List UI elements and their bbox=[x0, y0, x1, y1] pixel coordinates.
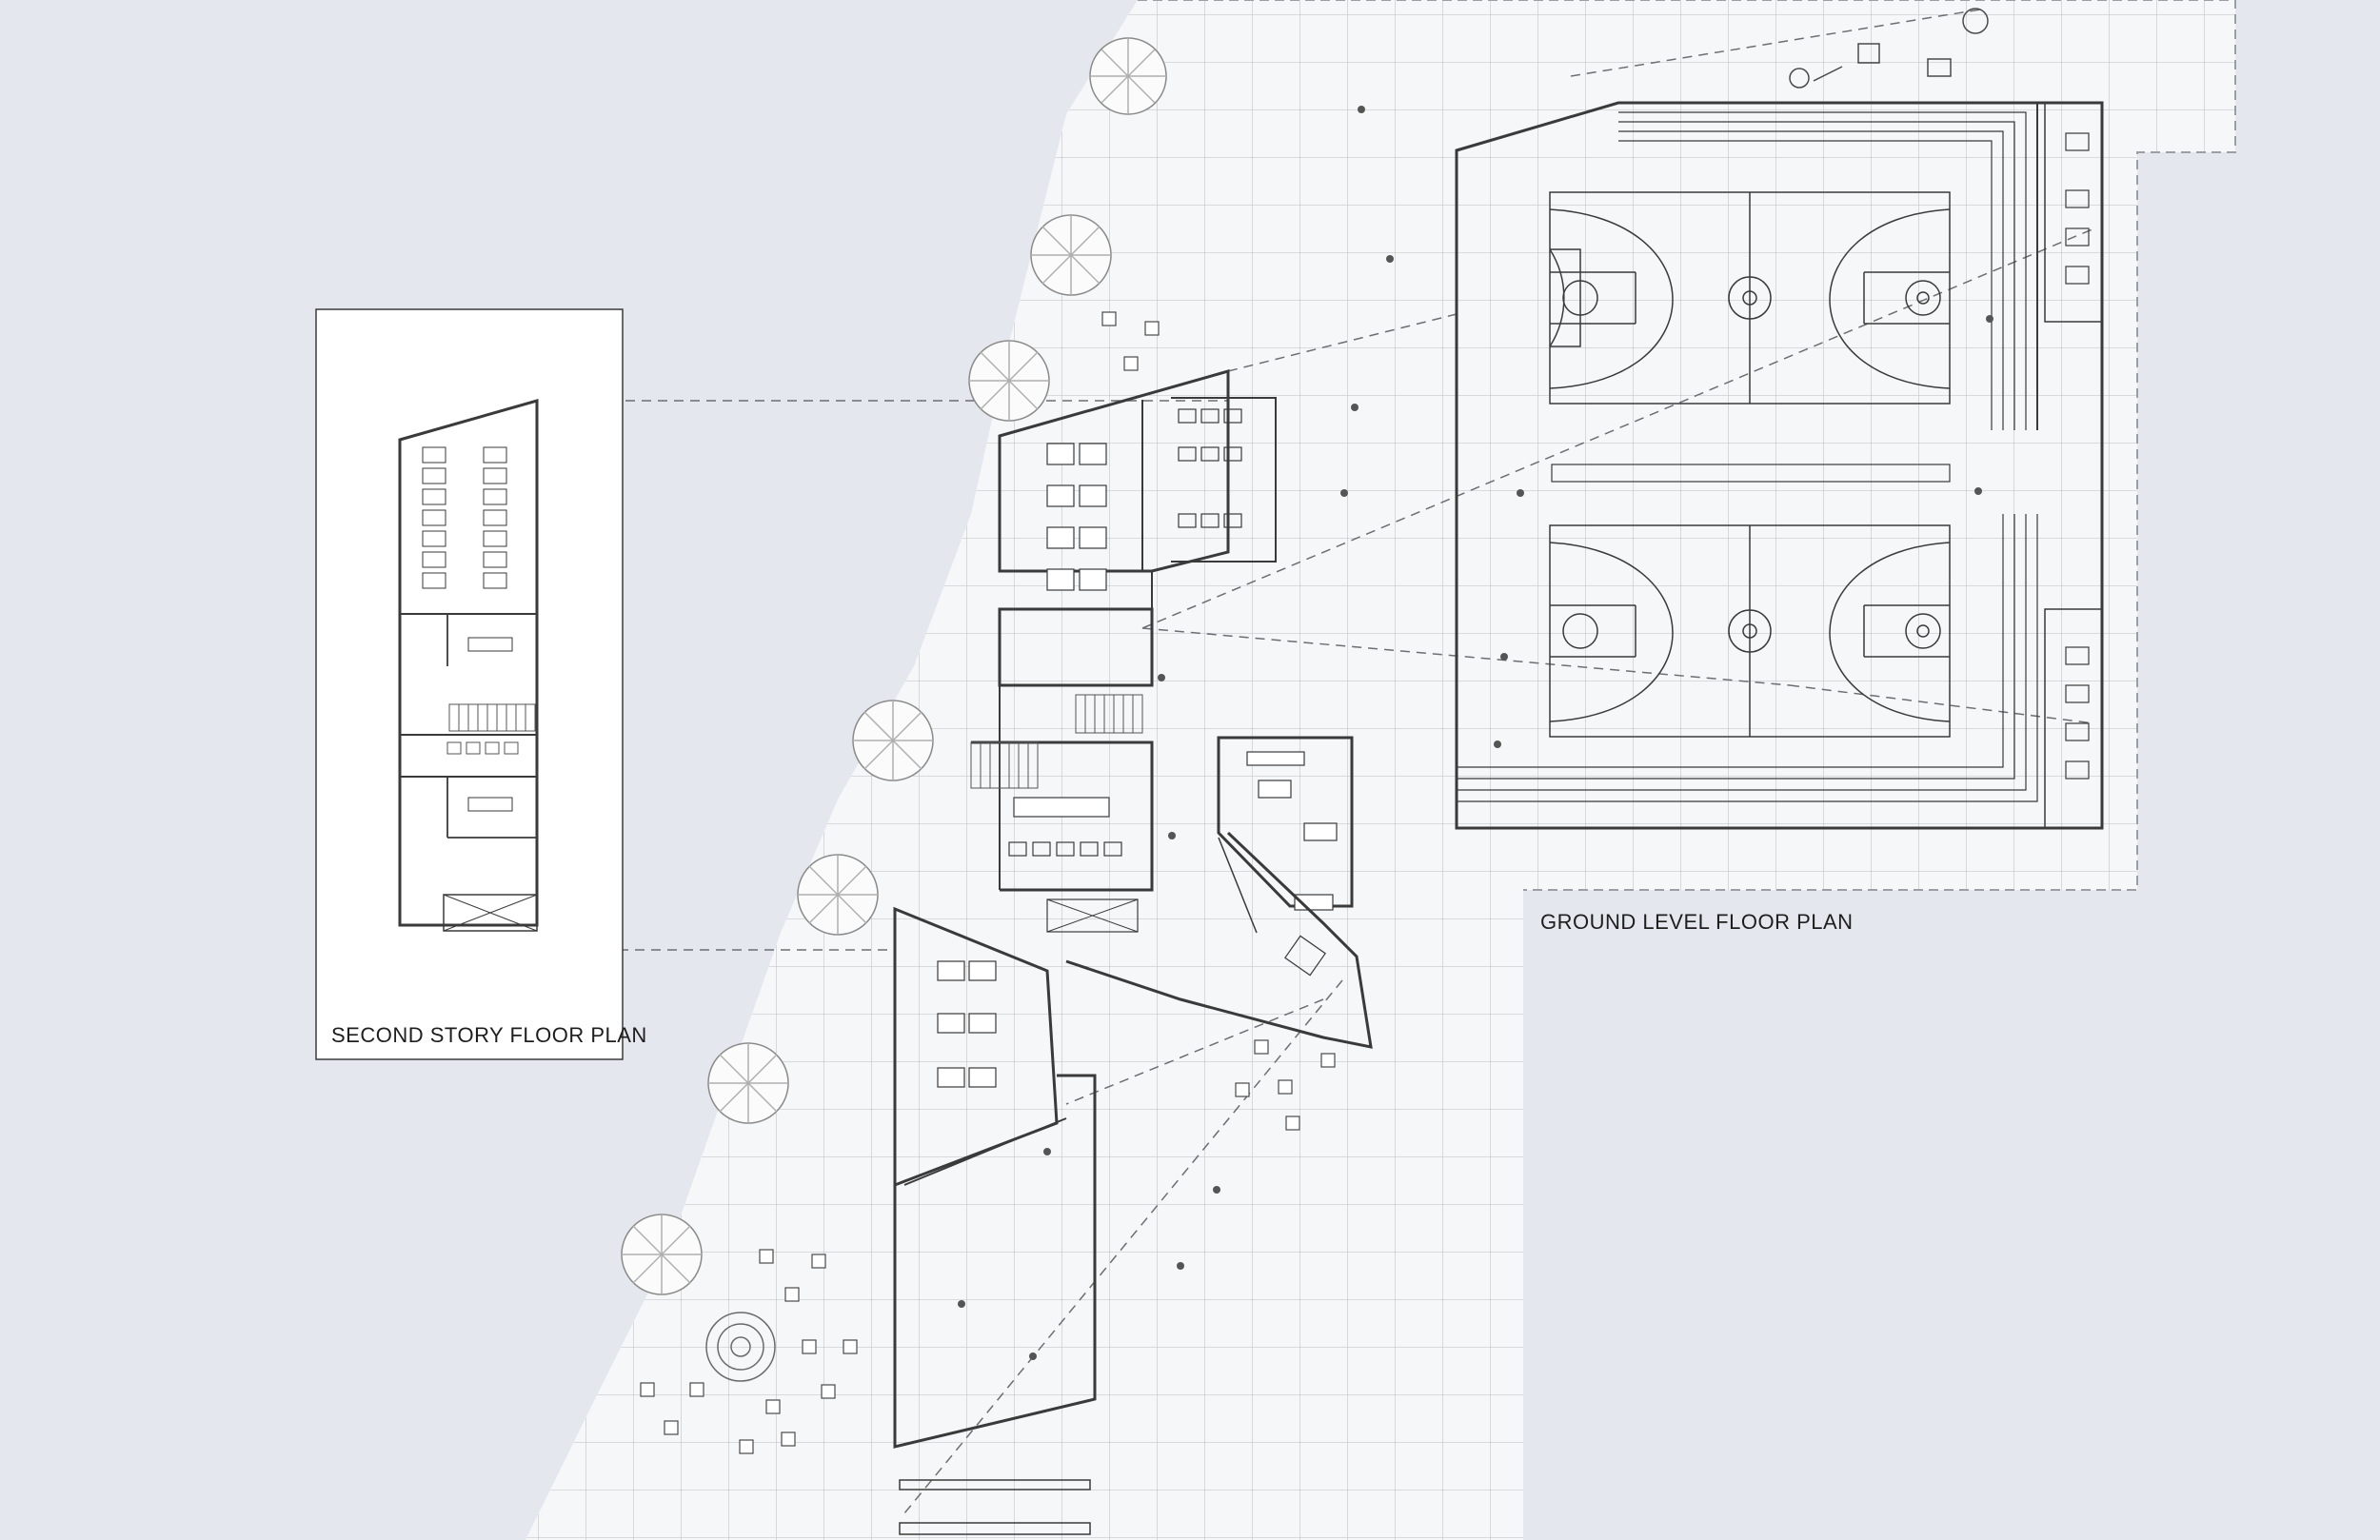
basketball-court-upper bbox=[1549, 191, 1951, 405]
tree-2 bbox=[1030, 214, 1112, 296]
tree-4 bbox=[852, 700, 934, 781]
tree-6 bbox=[707, 1042, 789, 1124]
people-figures bbox=[958, 106, 1993, 1360]
tree-1 bbox=[1089, 37, 1167, 115]
basketball-court-lower bbox=[1549, 524, 1951, 738]
classroom-wing-north bbox=[998, 369, 1277, 666]
second-story-plan-label: SECOND STORY FLOOR PLAN bbox=[331, 1023, 647, 1047]
trees bbox=[621, 37, 1167, 1295]
play-area bbox=[1789, 8, 1989, 89]
classroom-desks-north bbox=[1046, 443, 1107, 591]
lounge-corridor bbox=[1065, 831, 1373, 1049]
outdoor-tables bbox=[640, 311, 1336, 1454]
second-story-panel bbox=[315, 308, 624, 1060]
tree-3 bbox=[968, 340, 1050, 422]
dashed-guides bbox=[441, 9, 2095, 1514]
tree-7 bbox=[621, 1214, 703, 1295]
classroom-wing-south bbox=[893, 906, 1097, 1449]
central-core bbox=[970, 607, 1154, 933]
gymnasium bbox=[1455, 101, 2104, 830]
fountain bbox=[705, 1312, 776, 1382]
plaza-benches bbox=[899, 1479, 1091, 1535]
tree-5 bbox=[797, 854, 879, 936]
ground-level-plan-label: GROUND LEVEL FLOOR PLAN bbox=[1540, 910, 1854, 934]
